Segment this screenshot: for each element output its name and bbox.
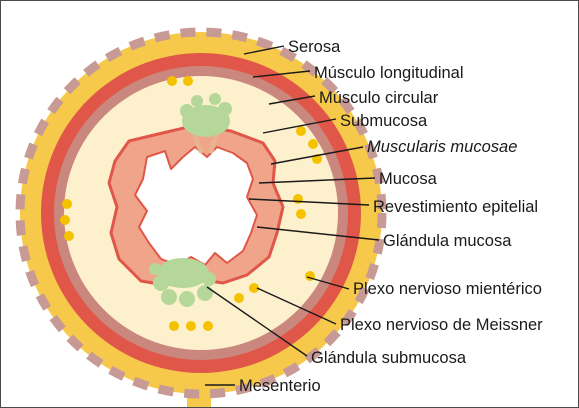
label-submucosal-gland: Glándula submucosa [311, 349, 467, 367]
label-circular-muscle: Músculo circular [319, 89, 439, 107]
label-epithelial-lining: Revestimiento epitelial [373, 198, 538, 216]
label-mucosa: Mucosa [379, 170, 438, 188]
label-submucosa: Submucosa [340, 112, 428, 130]
label-longitudinal-muscle: Músculo longitudinal [314, 64, 464, 82]
label-mesentery: Mesenterio [239, 377, 321, 395]
lumen [135, 147, 257, 265]
label-myenteric-plexus: Plexo nervioso mientérico [353, 280, 542, 298]
label-serosa: Serosa [288, 38, 341, 56]
label-meissner-plexus: Plexo nervioso de Meissner [340, 316, 543, 334]
label-mucous-gland: Glándula mucosa [383, 232, 512, 250]
label-muscularis-mucosae: Muscularis mucosae [367, 138, 517, 156]
